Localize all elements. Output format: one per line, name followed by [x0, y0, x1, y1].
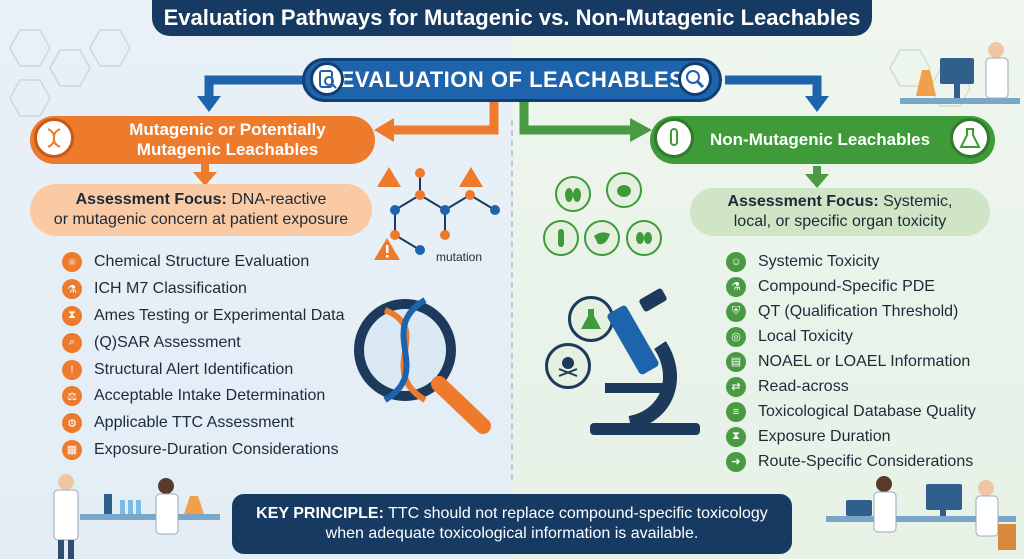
hourglass-icon: ⧗ — [726, 426, 746, 447]
left-down-arrow — [193, 164, 217, 186]
stomach-icon — [606, 172, 642, 208]
left-focus-text-1: DNA-reactive — [226, 191, 327, 208]
database-icon: ≡ — [726, 401, 746, 422]
list-item: ▤NOAEL or LOAEL Information — [726, 349, 976, 374]
right-down-arrow — [805, 166, 829, 188]
left-heading-line2: Mutagenic Leachables — [136, 140, 319, 159]
dna-icon — [34, 118, 74, 158]
mutagenic-leachables-heading: Mutagenic or Potentially Mutagenic Leach… — [30, 116, 375, 164]
body-icon: ☺ — [726, 251, 746, 272]
hexagon-pattern-left — [9, 29, 131, 117]
hourglass-icon: ⧗ — [62, 305, 82, 326]
chart-icon: ▤ — [726, 351, 746, 372]
flow-arrows-top — [197, 75, 829, 112]
list-item: ⚗Compound-Specific PDE — [726, 274, 976, 299]
lab-scientist-illustration-top — [900, 42, 1020, 104]
list-item: ⚙Applicable TTC Assessment — [62, 410, 344, 437]
right-assessment-focus: Assessment Focus: Systemic, local, or sp… — [690, 188, 990, 236]
list-item: ▦Exposure-Duration Considerations — [62, 437, 344, 464]
gear-icon: ⚙ — [62, 413, 82, 434]
flask-icon: ⚗ — [62, 279, 82, 300]
green-flow-arrow — [519, 100, 652, 142]
list-item: ⇄Read-across — [726, 374, 976, 399]
non-mutagenic-evaluation-list: ☺Systemic Toxicity ⚗Compound-Specific PD… — [726, 249, 976, 474]
flask-icon — [950, 118, 990, 158]
target-icon: ◎ — [726, 326, 746, 347]
molecule-mutation-illustration — [377, 167, 500, 255]
key-principle-text-1: TTC should not replace compound-specific… — [383, 505, 768, 522]
knee-joint-icon — [543, 220, 579, 256]
list-item: ⚛Chemical Structure Evaluation — [62, 249, 344, 276]
right-focus-text-1: Systemic, — [878, 193, 953, 210]
flask-icon: ⚗ — [726, 276, 746, 297]
list-item: ⌕(Q)SAR Assessment — [62, 329, 344, 356]
compare-icon: ⇄ — [726, 376, 746, 397]
route-icon: ➜ — [726, 451, 746, 472]
list-item: ⚖Acceptable Intake Determination — [62, 383, 344, 410]
key-principle-box: KEY PRINCIPLE: TTC should not replace co… — [232, 494, 792, 554]
right-focus-text-2: local, or specific organ toxicity — [733, 213, 947, 230]
mutagenic-evaluation-list: ⚛Chemical Structure Evaluation ⚗ICH M7 C… — [62, 249, 344, 463]
test-tube-icon — [654, 118, 694, 158]
key-principle-label: KEY PRINCIPLE: — [256, 505, 384, 522]
left-assessment-focus: Assessment Focus: DNA-reactive or mutage… — [30, 184, 372, 236]
list-item: !Structural Alert Identification — [62, 356, 344, 383]
list-item: ≡Toxicological Database Quality — [726, 399, 976, 424]
magnifier-icon — [678, 62, 712, 96]
search-icon: ⌕ — [62, 332, 82, 353]
kidneys-icon — [626, 220, 662, 256]
lab-scientists-illustration-right — [826, 476, 1016, 550]
left-focus-label: Assessment Focus: — [75, 191, 227, 208]
center-divider — [511, 120, 513, 480]
warning-icon — [374, 238, 400, 260]
scale-icon: ⚖ — [62, 386, 82, 407]
center-label: EVALUATION OF LEACHABLES — [339, 67, 685, 92]
dna-magnifier-illustration — [354, 297, 491, 434]
list-item: ⛨QT (Qualification Threshold) — [726, 299, 976, 324]
page-title: Evaluation Pathways for Mutagenic vs. No… — [152, 0, 872, 36]
list-item: ◎Local Toxicity — [726, 324, 976, 349]
list-item: ⧗Ames Testing or Experimental Data — [62, 303, 344, 330]
alert-icon: ! — [62, 359, 82, 380]
left-focus-text-2: or mutagenic concern at patient exposure — [53, 211, 349, 228]
microscope-illustration — [590, 288, 700, 435]
liver-icon — [584, 220, 620, 256]
skull-crossbones-icon — [545, 343, 591, 389]
list-item: ⧗Exposure Duration — [726, 424, 976, 449]
right-heading: Non-Mutagenic Leachables — [710, 130, 931, 149]
orange-flow-arrow — [374, 100, 499, 142]
shield-icon: ⛨ — [726, 301, 746, 322]
non-mutagenic-leachables-heading: Non-Mutagenic Leachables — [650, 116, 995, 164]
structure-icon: ⚛ — [62, 252, 82, 273]
right-focus-label: Assessment Focus: — [727, 193, 879, 210]
clipboard-search-icon — [310, 62, 344, 96]
mutation-label: mutation — [436, 250, 483, 264]
list-item: ⚗ICH M7 Classification — [62, 276, 344, 303]
evaluation-of-leachables-banner: EVALUATION OF LEACHABLES — [302, 58, 722, 102]
lab-scientists-illustration-left — [53, 474, 220, 559]
left-heading-line1: Mutagenic or Potentially — [129, 120, 326, 139]
list-item: ➜Route-Specific Considerations — [726, 449, 976, 474]
calendar-icon: ▦ — [62, 439, 82, 460]
list-item: ☺Systemic Toxicity — [726, 249, 976, 274]
key-principle-text-2: when adequate toxicological information … — [325, 525, 699, 542]
lungs-icon — [555, 176, 591, 212]
